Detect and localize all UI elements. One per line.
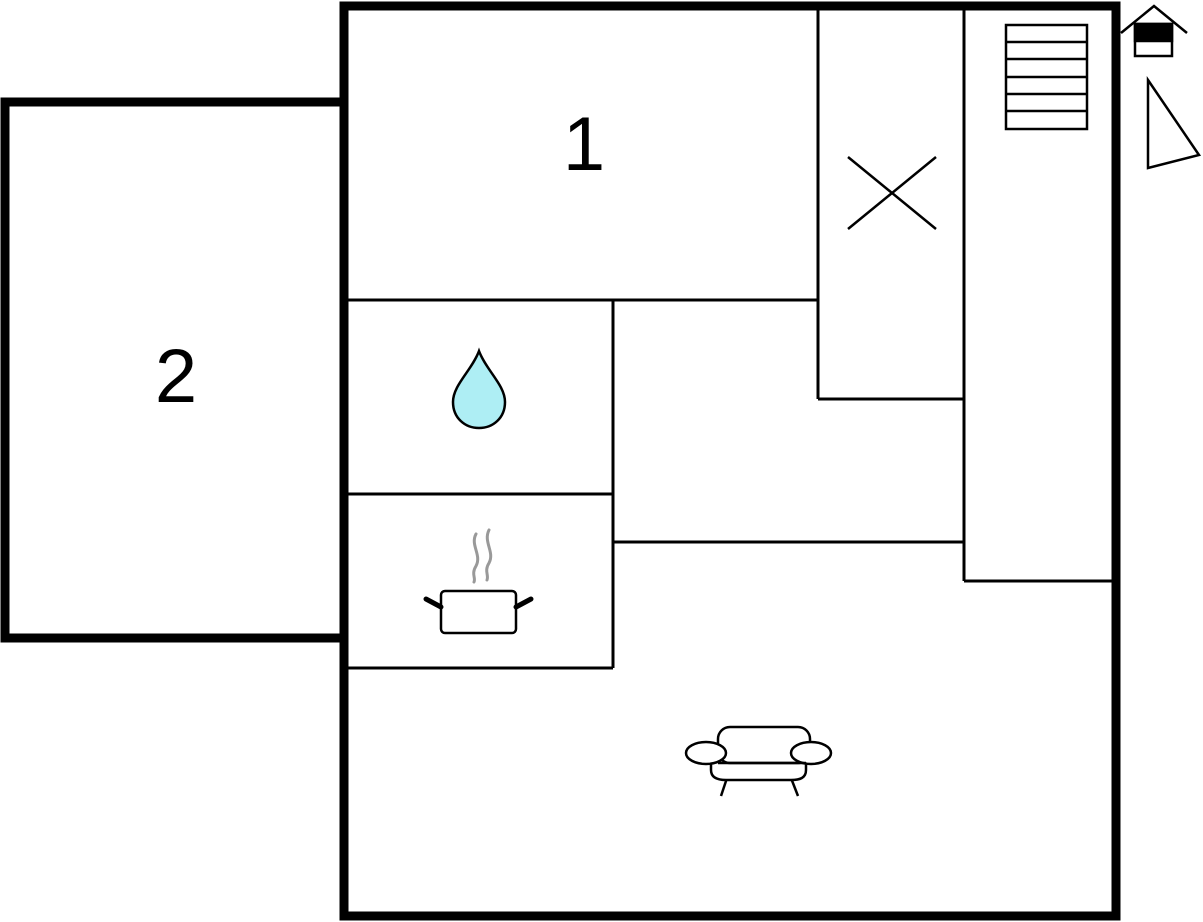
water-drop-icon xyxy=(451,347,507,430)
north-arrow-icon xyxy=(1146,75,1202,170)
cross-mark-icon xyxy=(847,156,937,230)
stairs-icon xyxy=(1004,23,1089,131)
interior-walls xyxy=(346,8,1114,670)
main-house-wall xyxy=(339,1,1121,921)
cooking-pot-icon xyxy=(423,528,534,635)
room-2-label: 2 xyxy=(155,334,197,419)
outer-walls xyxy=(0,1,1121,921)
house-entrance-icon xyxy=(1120,4,1188,58)
sofa-icon xyxy=(684,725,833,797)
wing-wall xyxy=(0,97,344,643)
room-1-label: 1 xyxy=(563,102,605,187)
